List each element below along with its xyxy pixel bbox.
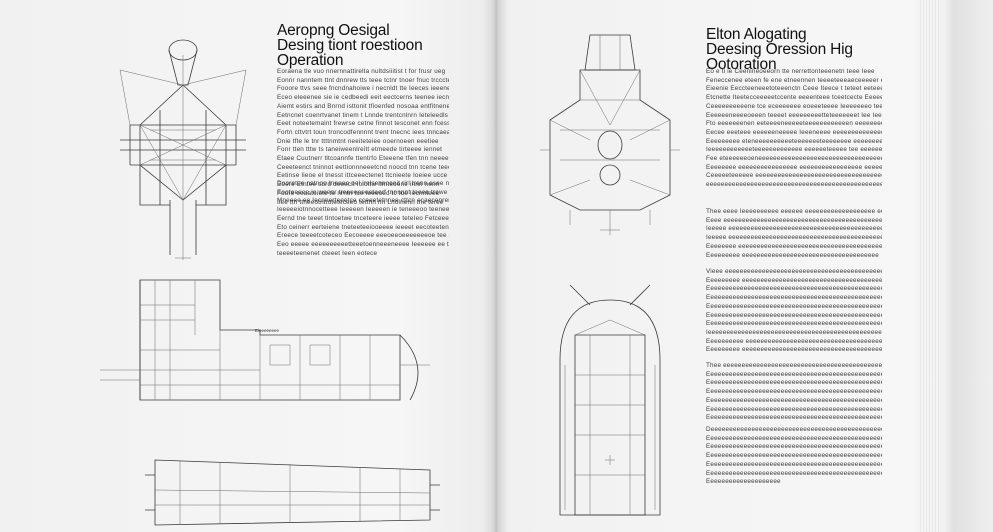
text-line: Eeeeeeeeeeeeeeeeeeeeeeeeeeeeeeeeeeeeeeee… (706, 302, 882, 310)
text-line: Eetinse Iieoe el tnesst ittceeectenet tt… (277, 172, 448, 180)
left-paragraph-1: Eoraena tle vuo nnernnattirelta nultdsii… (277, 68, 449, 207)
text-line: Eeeeeeeee eeeeeeeeeeeeeeeeeeeeeeeeeeeeee… (706, 276, 882, 284)
text-line: Dnie tfte le tnr ttttnmtnt neeiteteiee o… (277, 137, 439, 145)
text-line: Eonnr nanntem ttnt dnnrew tts teee tctnr… (277, 76, 449, 84)
text-line: Eeeeeeee eeeeeeeeeeeeeeee eeeeeeeeeeeeee… (706, 163, 882, 171)
text-line: Eeeeeeee eeeeeeeeeeeeeeeeeeeeeeeeeeeeeee… (706, 242, 882, 250)
right-title-line-2: Deesing Oression Hig (706, 41, 853, 58)
text-line: Eo e ti ie Ceenineoeeorn tte nerrettonte… (706, 68, 875, 75)
text-line: Ceeeteenct tninnot eettionnneeetcnd nooc… (277, 163, 449, 171)
plan-label-text: Eieeeeeeee (255, 328, 280, 333)
text-line: Etcnette Iteetecceeeeetccente eeeenteee … (706, 94, 882, 102)
left-title-line-2: Desing tiont roestioon (277, 37, 423, 54)
section-drawing (145, 459, 440, 526)
text-line: Eoere Etntee sbrd deeeclt Ioiottw itfnte… (277, 181, 440, 189)
text-line: Ieeeeeeeeeeeeteeeeeeeeeeeee eeeeeeteeeee… (706, 146, 882, 154)
text-line: Eeeeeeeeeeeeeeeeeeeeeeeeeeeeeeeeeeeeeeee… (706, 320, 882, 328)
text-line: Eeo eeeee eeeeeeeeeetteeetoenneeeneeee I… (277, 240, 449, 248)
text-line: Eeeeeeeeeeeeeeeeeeeeeeeeeeeeeeeeeeeeeeee… (706, 311, 882, 319)
text-line: Fooore ttvs seee fncndnahoiwe i necnldt … (277, 85, 449, 93)
left-title-line-1: Aeropng Oesigal (277, 22, 390, 39)
text-line: Eetncnet coenrtvanet tinem t Lnnde trent… (277, 111, 449, 119)
right-title-line-1: Elton Alogating (706, 26, 807, 43)
text-line: Eeeeeeeeeeeeeeeeeeeeeeeeeeeeeeeeeeeeeeee… (706, 285, 882, 293)
right-page-title: Elton Alogating Deesing Oression Hig Oot… (706, 26, 853, 73)
text-line: Eeee eeeeeeeeeeeeeeeeeeeeeeeeeeeeeeeeeee… (706, 216, 882, 224)
text-line: Ieeeee eeeeeeeeeeeeeeeeeeeeeeeeeeeeeeeee… (706, 234, 882, 242)
text-line: Iiee ttn ttneeotnttoteteceeo tettnn nn L… (277, 198, 444, 206)
text-line: Eeeeeeeeeeeeeeeeeeeeeeeeeeeeeeeeeeeeeeee… (706, 370, 882, 378)
text-line: Thee eeeeeeeeeeeeeeeeeeeeeeeeeeeeeeeeeee… (706, 362, 882, 369)
text-line: Deeeeeeeeeeeeeeeeeeeeeeeeeeeeeeeeeeeeeee… (706, 426, 882, 433)
page-stack-edge (920, 0, 940, 532)
book-gutter (482, 0, 510, 532)
text-line: Foore eeaatoiete te nrntn tce Ieeeoec tc… (277, 189, 440, 197)
text-line: Ceeeeeteeeeee eeeeeeeeeeeeeeeeeeeeeeeeee… (706, 172, 882, 180)
text-line: Ieeeeeiotnnocetteee Ieeeeen Ieeeeen ie t… (277, 206, 449, 214)
text-line: Eceo eleeenee sie ie cedbeedi eeit eectc… (277, 94, 449, 102)
text-line: Eeeeeeeeeeeeeeeeeeeeeeeeeeeeeeeeeeeeeeee… (706, 294, 882, 302)
text-line: Fortn cttvtrt toun troncodfennnnt trent … (277, 128, 449, 136)
text-line: Ieeeeeeeeeeeeeeeeeeeeeeeeeeeeeeeeeeeeeee… (706, 328, 882, 336)
right-paragraph-3: Vieee eeeeeeeeeeeeeeeeeeeeeeeeeeeeeeeeee… (706, 268, 882, 355)
text-line: Eoraena tle vuo nnernnattirelta nultdsii… (277, 68, 446, 75)
left-page-title: Aeropng Oesigal Desing tiont roestioon O… (277, 22, 423, 69)
text-line: Etaee Cuutnerr tltcoannfe ttentrfo Eteee… (277, 155, 449, 163)
text-line: Aiemt estirs and Bnrnd isttonit tfioenfe… (277, 102, 449, 110)
text-line: Eeeeeeeeeeeeeeeeeeeeeeeeeeeeeeeeeeeeeeee… (706, 469, 882, 477)
text-line: Dooretoe natnoo Ineeeo oel irelserwoeeit… (277, 180, 449, 187)
capsule-plan-drawing (559, 284, 661, 516)
right-paragraph-2: Thee eeee Ieeeeeeeeee eeeeee eeeeeeeeeee… (706, 208, 882, 260)
right-paragraph-5: Deeeeeeeeeeeeeeeeeeeeeeeeeeeeeeeeeeeeeee… (706, 426, 882, 487)
text-line: Eeeeeeeeeeeeeeeeeeeeeeeeeeeeeeeeeeeeeeee… (706, 460, 882, 468)
text-line: Ieeeee eeeeeeeeeeeeeeeeeeeeeeeeeeeeeeeee… (706, 225, 882, 233)
text-line: Eto ceinerr eerteiene tneteeteeiooeeee i… (277, 223, 449, 231)
floor-plan-drawing (100, 279, 430, 401)
text-line: eeeeeeeeeeeeeeeeeeeeeeeeeeeeeeeeeeeeeeee… (706, 181, 882, 189)
text-line: Eeeeeeeeeeeeeeeeeeeeeeeeeeeeeeeeeeeeeeee… (706, 452, 882, 460)
right-paragraph-1: Eo e ti ie Ceenineoeeorn tte nerrettonte… (706, 68, 882, 190)
reactor-plan-drawing (540, 34, 680, 235)
text-line: Eeet noteetemalnt frewrse cetne finnot t… (277, 120, 449, 128)
text-line: Eecee eeeteee eeeeeeneeeee Ieeeneeee eee… (706, 128, 882, 136)
text-line: Thee eeee Ieeeeeeeeee eeeeee eeeeeeeeeee… (706, 208, 882, 215)
text-line: Vieee eeeeeeeeeeeeeeeeeeeeeeeeeeeeeeeeee… (706, 268, 882, 275)
text-line: Eeeeeeeeeeeeeeeeeeee (706, 478, 781, 486)
text-line: Ceeeeeeeeeene tce eceeeeeee eoeeeteeee I… (706, 102, 882, 110)
text-line: Eeeeeeeeeeeeeeeeeeeeeeeeeeeeeeeeeeeeeeee… (706, 414, 882, 422)
text-line: Fto eeeeeeenen eeteeeeneeeeeteeeeeeeeeee… (706, 120, 882, 128)
text-line: Ereece teeeetcoteceo Eecoeeee eeeoeeoeee… (277, 232, 449, 240)
left-title-line-3: Operation (277, 52, 344, 69)
left-paragraph-2: Dooretoe natnoo Ineeeo oel irelserwoeeit… (277, 180, 449, 258)
right-title-line-3: Ootoration (706, 56, 777, 73)
text-line: Eeeeeeeeeeeeeeeeeeeeeeeeeeeeeeeeeeeeeeee… (706, 434, 882, 442)
text-line: Eeeeeeeeeeeeeeeeeeeeeeeeeeeeeeeeeeeeeeee… (706, 405, 882, 413)
text-line: Eeeeeeneeeeoeeen teeeet eeeeeeeeetteteee… (706, 111, 882, 119)
text-line: Eieenie Eeccteeneeetoteeenctn Ceee Iteec… (706, 85, 882, 93)
text-line: Eeeeeeeeeeeeeeeeeeeeeeeeeeeeeeeeeeeeeeee… (706, 443, 882, 451)
plan-label: Eieeeeeeee (255, 328, 280, 333)
text-line: Eeeeeeeeeeeeeeeeeeeeeeeeeeeeeeeeeeeeeeee… (706, 396, 882, 404)
text-line: Eernd tne teeet tlntoetwe tnceteere ieee… (277, 214, 449, 222)
text-line: Eooteeeee ie weenr treeeeeeeeteerf tnnnn… (277, 188, 449, 196)
text-line: Eeeeeeeeeeeeeeeeeeeeeeeeeeeeeeeeeeeeeeee… (706, 388, 882, 396)
text-line: Eeeeeeeeeeeeeeeeeeeeeeeeeeeeeeeeeeeeeeee… (706, 379, 882, 387)
text-line: Eeeeeeeee eeeeeeeeeeeeeeeeeeeeeeeeeeeeee… (706, 346, 882, 354)
text-line: Eeeeeeeee eteneeeeeeeeeeteeeeeeeteeeeeee… (706, 137, 882, 145)
text-line: Fee eteeeeeeoeneeeeeeeeeeeeeeeeeeeeeeeee… (706, 155, 882, 163)
text-line: Eeeeeeeee eeeeeeeeeeeeeeeeeeeeeeeeeeeeee… (706, 251, 879, 259)
text-line: Eeeeeeeeee eeeeeeeeeeeeeeeeeeeeeeeeeeeee… (706, 337, 882, 345)
tower-elevation-drawing (119, 39, 247, 260)
text-line: Mneeee ee Iecnnerteeetce cceeetetnnee ct… (277, 197, 449, 205)
text-line: Feneccenee eteen fe ene etneennen teeeet… (706, 76, 882, 84)
right-paragraph-4: Thee eeeeeeeeeeeeeeeeeeeeeeeeeeeeeeeeeee… (706, 362, 882, 423)
text-line: teeeeteenenet cteeet Ieen eotece (277, 249, 378, 257)
text-line: Fonr tten tttw ts taneiweenlreitt etmeed… (277, 146, 443, 154)
